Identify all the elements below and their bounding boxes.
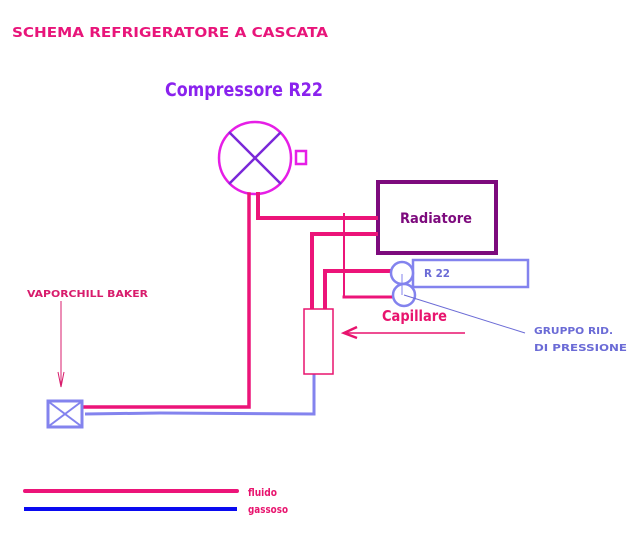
compressor-circle bbox=[217, 120, 293, 196]
compressor-discharge-pipe bbox=[256, 192, 378, 220]
pressure-group-label-line1: GRUPPO RID. bbox=[534, 326, 613, 337]
compressor-connector bbox=[294, 149, 308, 166]
gas-return-pipe bbox=[84, 374, 316, 416]
pressure-reducer-icon bbox=[389, 260, 417, 308]
evaporator-cross-line bbox=[48, 401, 82, 427]
pressure-group-pointer-line bbox=[403, 294, 526, 334]
evaporator-label: VAPORCHILL BAKER bbox=[27, 289, 148, 300]
r22-inlet-pipe bbox=[323, 269, 393, 312]
legend: fluido gassoso bbox=[23, 486, 288, 516]
filter-arrow-icon bbox=[340, 325, 465, 340]
radiator: Radiatore bbox=[376, 180, 498, 255]
radiator-box bbox=[376, 180, 498, 255]
evaporator-arrow-head bbox=[57, 371, 65, 388]
compressor-cross-line bbox=[228, 131, 282, 185]
radiator-outlet-pipe bbox=[310, 232, 378, 312]
filter-arrow-head bbox=[340, 325, 358, 340]
legend-label-gas: gassoso bbox=[248, 503, 288, 516]
diagram-title: SCHEMA REFRIGERATORE A CASCATA bbox=[12, 26, 328, 41]
compressor-suction-pipe bbox=[83, 192, 251, 409]
evaporator-icon bbox=[46, 399, 84, 429]
evaporator-arrow-icon bbox=[57, 301, 65, 388]
radiator-label: Radiatore bbox=[400, 211, 472, 227]
capillary-label: Capillare bbox=[382, 307, 447, 325]
r22-label: R 22 bbox=[424, 267, 450, 280]
filter-drier-icon bbox=[303, 308, 334, 375]
legend-label-liquid: fluido bbox=[248, 486, 277, 499]
compressor-label: Compressore R22 bbox=[165, 79, 323, 101]
compressor-icon bbox=[217, 120, 308, 196]
pressure-group-label-line2: DI PRESSIONE bbox=[534, 343, 627, 354]
